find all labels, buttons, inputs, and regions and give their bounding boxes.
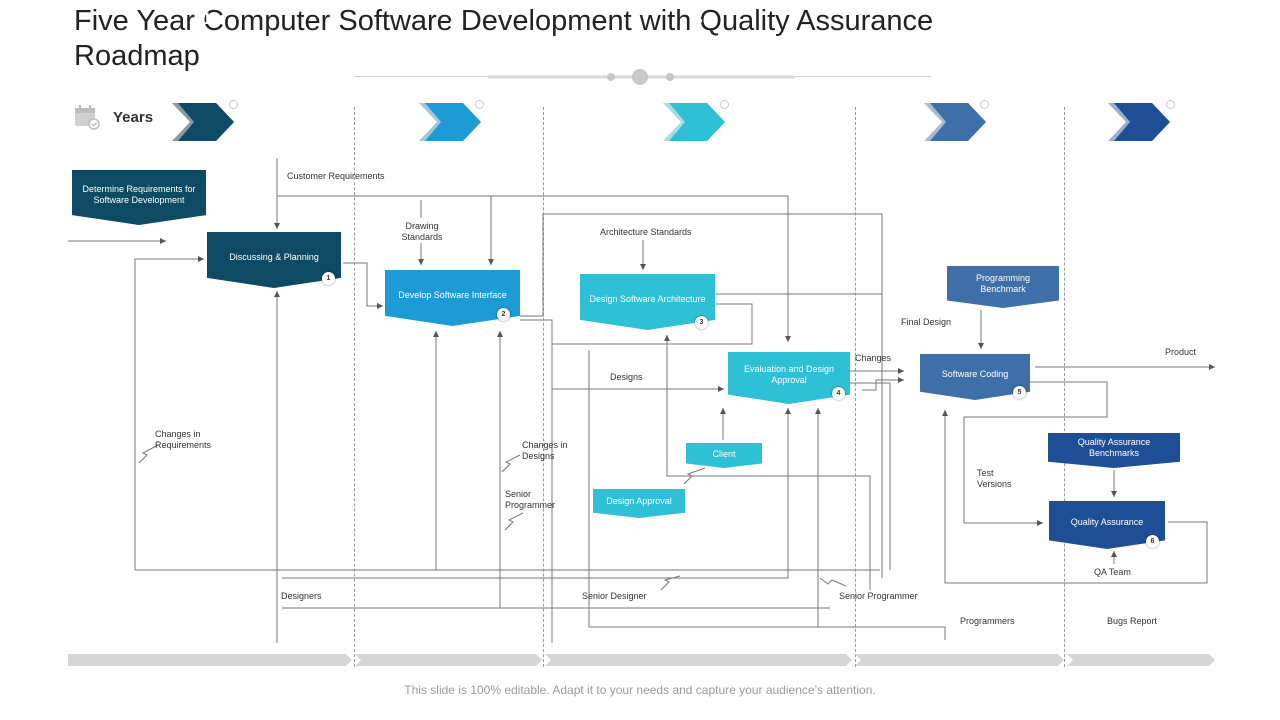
phase-separator (543, 107, 544, 667)
label-designs: Designs (610, 372, 643, 382)
step-badge-2: 2 (497, 308, 510, 321)
label-senior-programmer-mid: Senior Programmer (505, 489, 556, 510)
label-changes: Changes (855, 353, 892, 363)
phase-arrow-3 (663, 103, 725, 141)
label-test-versions: Test Versions (977, 468, 1012, 489)
node-programming-benchmark: Programming Benchmark (947, 266, 1059, 308)
phase-number-4: 4 (954, 9, 964, 28)
label-bugs-report: Bugs Report (1107, 616, 1158, 626)
calendar-icon (75, 105, 100, 130)
label-customer-requirements: Customer Requirements (287, 171, 385, 181)
phase-arrow-1 (172, 103, 234, 141)
step-badge-5: 5 (1013, 386, 1026, 399)
node-discussing-planning: Discussing & Planning (207, 232, 341, 288)
phase-separator (1064, 107, 1065, 667)
label-qa-team: QA Team (1094, 567, 1131, 577)
timeline-bar (68, 654, 1215, 666)
phase-number-1: 1 (202, 9, 212, 28)
phase-number-5: 5 (1138, 9, 1148, 28)
phase-number-3: 3 (693, 9, 703, 28)
label-designers: Designers (281, 591, 322, 601)
phase-arrow-4 (924, 103, 986, 141)
label-senior-designer: Senior Designer (582, 591, 647, 601)
node-software-coding: Software Coding (920, 354, 1030, 400)
page-title: Five Year Computer Software Development … (74, 5, 934, 72)
phase-marker-2 (475, 100, 484, 109)
label-changes-in-requirements: Changes in Requirements (155, 429, 212, 450)
footer-note: This slide is 100% editable. Adapt it to… (404, 683, 876, 697)
label-architecture-standards: Architecture Standards (600, 227, 692, 237)
node-determine-requirements: Determine Requirements for Software Deve… (72, 170, 206, 225)
step-badge-3: 3 (695, 316, 708, 329)
node-quality-assurance: Quality Assurance (1049, 501, 1165, 549)
label-product: Product (1165, 347, 1197, 357)
label-senior-programmer: Senior Programmer (839, 591, 918, 601)
phase-separator (855, 107, 856, 667)
label-drawing-standards: Drawing Standards (401, 221, 443, 242)
label-changes-in-designs: Changes in Designs (522, 440, 568, 461)
label-programmers: Programmers (960, 616, 1015, 626)
step-badge-6: 6 (1146, 535, 1159, 548)
phase-separator (354, 107, 355, 667)
phase-number-2: 2 (449, 9, 459, 28)
node-design-approval: Design Approval (593, 489, 685, 518)
step-badge-1: 1 (322, 272, 335, 285)
phase-marker-4 (980, 100, 989, 109)
node-client: Client (686, 443, 762, 468)
phase-marker-3 (720, 100, 729, 109)
node-qa-benchmarks: Quality Assurance Benchmarks (1048, 433, 1180, 468)
phase-marker-1 (229, 100, 238, 109)
label-final-design: Final Design (901, 317, 952, 327)
phase-arrow-5 (1108, 103, 1170, 141)
phase-marker-5 (1166, 100, 1175, 109)
phase-arrow-2 (419, 103, 481, 141)
node-design-software-architecture: Design Software Architecture (580, 274, 715, 330)
years-label: Years (113, 109, 154, 126)
step-badge-4: 4 (832, 387, 845, 400)
node-evaluation-design-approval: Evaluation and Design Approval (728, 352, 850, 404)
